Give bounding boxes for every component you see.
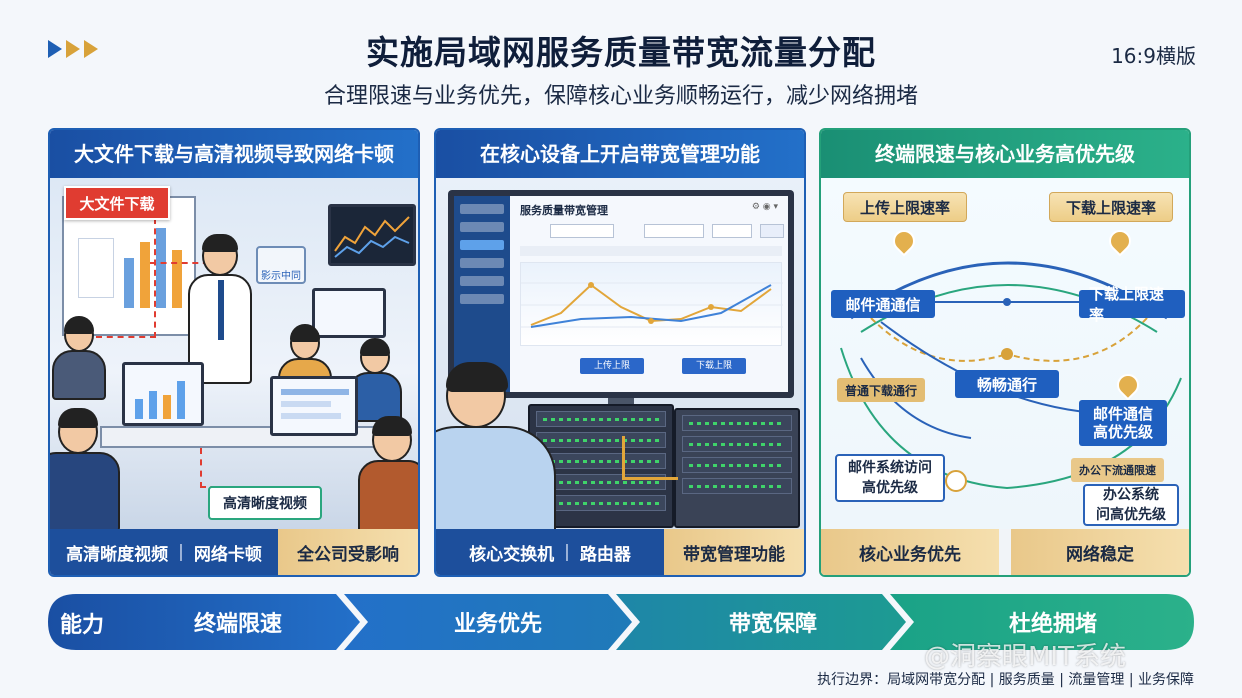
panel-title: 终端限速与核心业务高优先级: [821, 130, 1189, 178]
flow-step: 业务优先: [453, 612, 542, 637]
app-sidebar: [454, 196, 510, 392]
page-title: 实施局域网服务质量带宽流量分配: [366, 33, 876, 72]
mail-pass-node: 邮件通通信: [831, 290, 935, 318]
flow-label: 能力: [60, 613, 105, 638]
monitor-chart-icon: [135, 381, 185, 419]
download-limit-tag: 下载上限速率: [1049, 192, 1173, 222]
upload-limit-tag: 上传上限速率: [843, 192, 967, 222]
arrow-icon: [84, 40, 98, 58]
app-title: 服务质量带宽管理: [520, 204, 608, 217]
footer-highlight: 全公司受影响: [278, 529, 418, 575]
aspect-ratio-label: 16:9横版: [1111, 44, 1196, 68]
flow-step: 杜绝拥堵: [1008, 612, 1097, 637]
page-subtitle: 合理限速与业务优先，保障核心业务顺畅运行，减少网络拥堵: [323, 84, 918, 109]
panel-priority-diagram: 终端限速与核心业务高优先级 上传上限速率 下载上限速率 邮件通通信 下载上限速率…: [819, 128, 1191, 577]
worker-front: [358, 416, 418, 531]
filter-select[interactable]: [550, 224, 614, 238]
panel-footer: 核心交换机 | 路由器 带宽管理功能: [436, 529, 804, 575]
footer-highlight: 带宽管理功能: [664, 529, 804, 575]
header-arrows: [48, 40, 98, 58]
filter-input[interactable]: [644, 224, 704, 238]
desk-monitor: [270, 376, 358, 436]
office-illustration: 大文件下载 影示中同: [50, 178, 418, 531]
filter-select[interactable]: [712, 224, 752, 238]
footer-tags: 高清晰度视频 | 网络卡顿: [50, 529, 278, 575]
download-limit-button[interactable]: 下载上限: [682, 358, 746, 374]
big-file-download-tag: 大文件下载: [64, 186, 170, 220]
worker: [52, 316, 106, 400]
panel-footer: 高清晰度视频 | 网络卡顿 全公司受影响: [50, 529, 418, 575]
panel-title: 大文件下载与高清视频导致网络卡顿: [50, 130, 418, 178]
normal-download-tag: 普通下载通行: [837, 378, 926, 402]
footer-tag: 路由器: [579, 544, 631, 565]
arrow-icon: [48, 40, 62, 58]
traffic-flow-line: [200, 448, 310, 488]
search-button[interactable]: [760, 224, 784, 238]
device-illustration: 服务质量带宽管理 ⚙ ◉ ▾ 上传上限 下载上限: [436, 178, 804, 531]
mail-priority-node: 邮件通信 高优先级: [1079, 400, 1167, 446]
upload-limit-button[interactable]: 上传上限: [580, 358, 644, 374]
wall-monitor: [328, 204, 416, 266]
footer-highlight: 网络稳定: [1011, 529, 1189, 575]
bulb-icon: [945, 470, 967, 492]
monitor-chart-icon: [334, 216, 410, 258]
panel-title: 在核心设备上开启带宽管理功能: [436, 130, 804, 178]
wall-sign: 影示中同: [256, 246, 306, 284]
footer-highlight: 核心业务优先: [821, 529, 999, 575]
worker-front: [50, 408, 120, 531]
footer-tag: 核心交换机: [469, 544, 555, 565]
capability-flow: 终端限速 业务优先 带宽保障 杜绝拥堵: [48, 594, 1194, 650]
hd-video-tag: 高清晰度视频: [208, 486, 322, 520]
footer-tags: 核心交换机 | 路由器: [436, 529, 664, 575]
arrow-icon: [66, 40, 80, 58]
office-limit-tag: 办公下流通限速: [1071, 458, 1164, 482]
traffic-flow-line: [96, 218, 156, 338]
execution-boundary-note: 执行边界：局域网带宽分配 | 服务质量 | 流量管理 | 业务保障: [817, 672, 1194, 688]
desk-monitor: [312, 288, 386, 338]
presenter: [188, 234, 252, 384]
flow-step: 终端限速: [193, 612, 282, 637]
priority-diagram: 上传上限速率 下载上限速率 邮件通通信 下载上限速率 普通下载通行 畅畅通行 邮…: [821, 178, 1189, 531]
worker: [348, 338, 402, 422]
footer-tag: 网络卡顿: [193, 544, 262, 565]
config-arrow: [622, 436, 678, 480]
flow-step: 带宽保障: [728, 612, 817, 637]
mail-access-node: 邮件系统访问 高优先级: [835, 454, 945, 502]
bandwidth-chart: [520, 262, 783, 346]
bandwidth-line-chart: [521, 282, 783, 328]
watermark: @洞察眼MIT系统: [924, 642, 1126, 672]
smooth-pass-node: 畅畅通行: [955, 370, 1059, 398]
router-device: [674, 408, 800, 528]
download-limit-node: 下载上限速率: [1079, 285, 1185, 324]
panel-footer: 核心业务优先 网络稳定: [821, 529, 1189, 575]
technician: [436, 362, 556, 531]
management-monitor: 服务质量带宽管理 ⚙ ◉ ▾ 上传上限 下载上限: [448, 190, 794, 398]
app-toolbar-icons: ⚙ ◉ ▾: [751, 202, 778, 212]
desk-monitor: [122, 362, 204, 426]
chart-legend-bar: [520, 246, 782, 256]
flow-chevrons: [48, 594, 1194, 650]
office-priority-node: 办公系统 问高优先级: [1083, 484, 1179, 526]
panel-network-congestion: 大文件下载与高清视频导致网络卡顿 大文件下载 影示中同: [48, 128, 420, 577]
footer-tag: 高清晰度视频: [66, 544, 169, 565]
panel-bandwidth-management: 在核心设备上开启带宽管理功能 服务质量带宽管理 ⚙ ◉ ▾: [434, 128, 806, 577]
